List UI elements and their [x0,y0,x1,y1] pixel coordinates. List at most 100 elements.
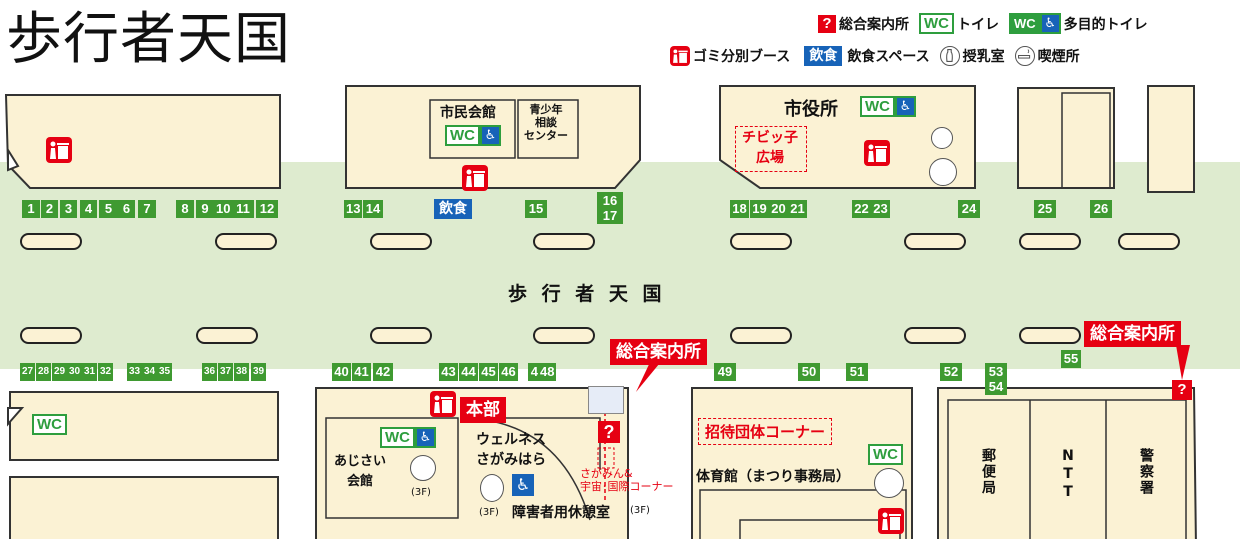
garbage-icon [430,391,456,417]
label-shogaisha: 障害者用休憩室 [512,505,610,521]
booth-12: 12 [256,200,278,218]
bench [370,233,432,250]
toilet-badge: WC [380,427,415,448]
booth-38: 38 [234,363,250,381]
shogaisha-floor: (3F) [630,505,650,516]
label-taiikukan: 体育館（まつり事務局） [696,469,850,485]
building-top-right-1 [1017,87,1115,189]
bench [904,327,966,344]
booth-39: 39 [251,363,267,381]
booth-50: 50 [798,363,820,381]
legend-row-1: ? 総合案内所 WC トイレ WC♿ 多目的トイレ [818,13,1148,34]
legend-nursing-label: 授乳室 [962,49,1005,65]
bench [20,233,82,250]
nursing-bottle-icon [480,474,504,502]
building-top-right-2 [1147,85,1195,193]
booth-11: 11 [232,200,254,218]
booth-35: 35 [157,363,173,381]
booth-52: 52 [940,363,962,381]
booth-2: 2 [41,200,58,218]
booth-7: 7 [138,200,156,218]
bench [20,327,82,344]
bench [1019,233,1081,250]
ajisai-floor: (3F) [411,487,431,498]
bench [533,327,595,344]
booth-36: 36 [202,363,218,381]
toilet-badge: WC [868,444,903,465]
garbage-icon [878,508,904,534]
page-title: 歩行者天国 [6,7,291,72]
legend-toilet-badge: WC [919,13,954,34]
wheelchair-icon: ♿ [895,96,916,117]
wellness-floor: (3F) [479,507,499,518]
legend-food-label: 飲食スペース [847,49,930,65]
booth-13: 13 [344,200,363,218]
street-label: 歩 行 者 天 国 [508,283,666,305]
legend-toilet-label: トイレ [957,16,999,33]
booth-27: 27 [20,363,36,381]
label-seishonen: 青少年 相談 センター [524,103,568,142]
booth-24: 24 [958,200,980,218]
garbage-icon [46,137,72,163]
food-space-badge: 飲食 [434,199,472,219]
info-icon: ? [818,14,836,33]
booth-45: 45 [479,363,498,381]
booth-25: 25 [1034,200,1056,218]
label-shimin-kaikan: 市民会館 [440,105,496,121]
label-shiyakusho: 市役所 [784,99,838,120]
legend-info-label: 総合案内所 [839,16,909,33]
booth-48: 48 [538,363,557,381]
wheelchair-icon: ♿ [480,125,501,146]
bench [215,233,277,250]
legend-garbage-label: ゴミ分別ブース [693,49,791,65]
info-icon: ? [598,421,620,443]
smoking-icon [874,468,904,498]
wheelchair-icon: ♿ [512,474,534,496]
booth-44: 44 [459,363,478,381]
bench [1019,327,1081,344]
info-callout-center: 総合案内所 [610,339,707,365]
legend-food-badge: 飲食 [804,46,843,66]
booth-20: 20 [769,200,788,218]
booth-43: 43 [439,363,458,381]
booth-1: 1 [22,200,40,218]
booth-37: 37 [218,363,234,381]
booth-26: 26 [1090,200,1112,218]
nursing-bottle-icon [939,46,960,66]
smoking-icon [1014,46,1035,66]
booth-30: 30 [67,363,83,381]
building-bottom-left-2 [9,476,279,539]
label-ajisai: あじさい 会館 [334,454,387,489]
toilet-badge: WC [860,96,895,117]
booth-6: 6 [118,200,135,218]
label-wellness: ウェルネス さがみはら [476,432,546,468]
garbage-icon [670,46,690,66]
ajisai-multi-toilet: WC♿ [380,427,436,448]
booth-22: 22 [852,200,871,218]
bench [904,233,966,250]
booth-31: 31 [82,363,98,381]
taiikukan-toilet: WC [868,444,903,465]
booth-32: 32 [98,363,114,381]
building-bottom-left [9,391,279,461]
building-ajisai [325,417,459,519]
booth-9: 9 [196,200,214,218]
bench [196,327,258,344]
chibikko-area [735,126,807,172]
label-shotai: 招待団体コーナー [698,418,833,445]
legend-row-2: ゴミ分別ブース 飲食 飲食スペース 授乳室 喫煙所 [670,46,1080,66]
label-keisatsu: 警察署 [1138,448,1154,496]
booth-51: 51 [846,363,868,381]
nursing-bottle-icon [931,127,953,149]
booth-5: 5 [99,200,118,218]
booth-4: 4 [80,200,97,218]
booth-55: 55 [1061,350,1081,368]
bench [730,327,792,344]
shimin-multi-toilet: WC♿ [445,125,501,146]
booth-53-54: 53 54 [985,363,1007,395]
bench [533,233,595,250]
sagamin-logo [588,386,624,414]
booth-14: 14 [363,200,383,218]
booth-16-17: 16 17 [597,192,623,224]
honbu-badge: 本部 [460,397,506,423]
